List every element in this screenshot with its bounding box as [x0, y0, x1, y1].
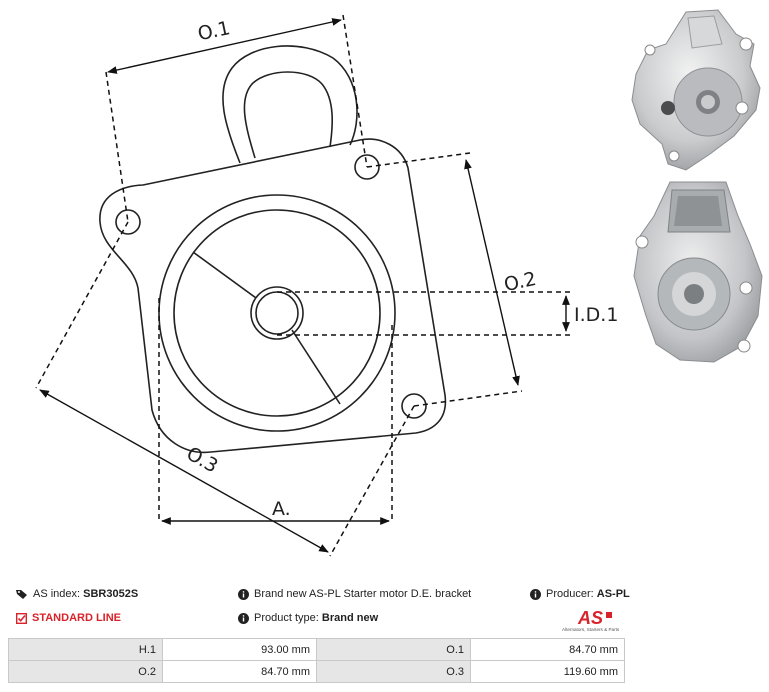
param-label: O.1: [316, 638, 471, 661]
info-icon: [238, 588, 249, 600]
dim-o1: [107, 18, 342, 74]
ext-o1-right: [342, 14, 368, 168]
param-value: 84.70 mm: [470, 638, 625, 661]
producer: Producer: AS-PL: [530, 583, 630, 605]
outer-bore-circle: [158, 194, 396, 432]
ext-o2-top: [366, 152, 471, 168]
top-lug-hole: [243, 71, 333, 159]
mounting-hole-top-right: [354, 154, 380, 180]
param-label: O.2: [8, 660, 163, 683]
producer-label: Producer:: [546, 588, 594, 600]
as-index: AS index: SBR3052S: [16, 583, 138, 605]
ext-o1-left: [105, 71, 129, 223]
label-o3: O.3: [183, 443, 222, 478]
ext-o3-left: [35, 221, 129, 389]
label-a: A.: [272, 498, 291, 520]
param-label: H.1: [8, 638, 163, 661]
tag-icon: [16, 589, 27, 599]
product-type-value: Brand new: [321, 612, 379, 624]
description: Brand new AS-PL Starter motor D.E. brack…: [238, 583, 471, 605]
info-row-2: STANDARD LINE Product type: Brand new: [0, 607, 769, 629]
dim-o2: [464, 159, 520, 386]
standard-line: STANDARD LINE: [16, 607, 121, 629]
table-row: O.2 84.70 mm O.3 119.60 mm: [8, 660, 625, 683]
ext-o2-bottom: [413, 390, 523, 407]
ext-o3-right: [329, 405, 415, 557]
table-row: H.1 93.00 mm O.1 84.70 mm: [8, 638, 625, 661]
as-pl-logo: AS Alternators, Starters & Parts: [562, 608, 620, 632]
param-value: 93.00 mm: [162, 638, 317, 661]
inner-bore-circle: [173, 209, 381, 417]
checkbox-icon: [16, 612, 27, 624]
info-row-1: AS index: SBR3052S Brand new AS-PL Start…: [0, 583, 769, 605]
sector-cut-upper: [192, 251, 257, 299]
product-type: Product type: Brand new: [238, 607, 378, 629]
bushing-inner: [255, 291, 299, 335]
description-text: Brand new AS-PL Starter motor D.E. brack…: [254, 588, 472, 600]
mounting-hole-left: [115, 209, 141, 235]
info-icon: [530, 588, 541, 600]
standard-line-text: STANDARD LINE: [32, 612, 122, 624]
product-photo-front: [631, 9, 761, 171]
as-index-value: SBR3052S: [83, 588, 139, 600]
technical-drawing: O.1 O.2 O.3 I.D.1 A.: [35, 14, 618, 557]
svg-text:Alternators, Starters & Parts: Alternators, Starters & Parts: [562, 627, 620, 632]
mounting-hole-bottom-right: [401, 393, 427, 419]
parameters-table: H.1 93.00 mm O.1 84.70 mm O.2 84.70 mm O…: [8, 638, 625, 683]
param-label: O.3: [316, 660, 471, 683]
bushing-outer: [250, 286, 304, 340]
dim-o3: [39, 389, 329, 553]
sector-cut-lower: [291, 329, 341, 405]
param-value: 119.60 mm: [470, 660, 625, 683]
as-index-label: AS index:: [33, 588, 81, 600]
product-type-label: Product type:: [254, 612, 319, 624]
param-value: 84.70 mm: [162, 660, 317, 683]
product-photo-back: [633, 181, 763, 363]
producer-value: AS-PL: [596, 588, 630, 600]
svg-text:AS: AS: [577, 608, 603, 628]
label-id1: I.D.1: [574, 304, 618, 326]
info-icon: [238, 612, 249, 624]
label-o1: O.1: [196, 17, 232, 45]
